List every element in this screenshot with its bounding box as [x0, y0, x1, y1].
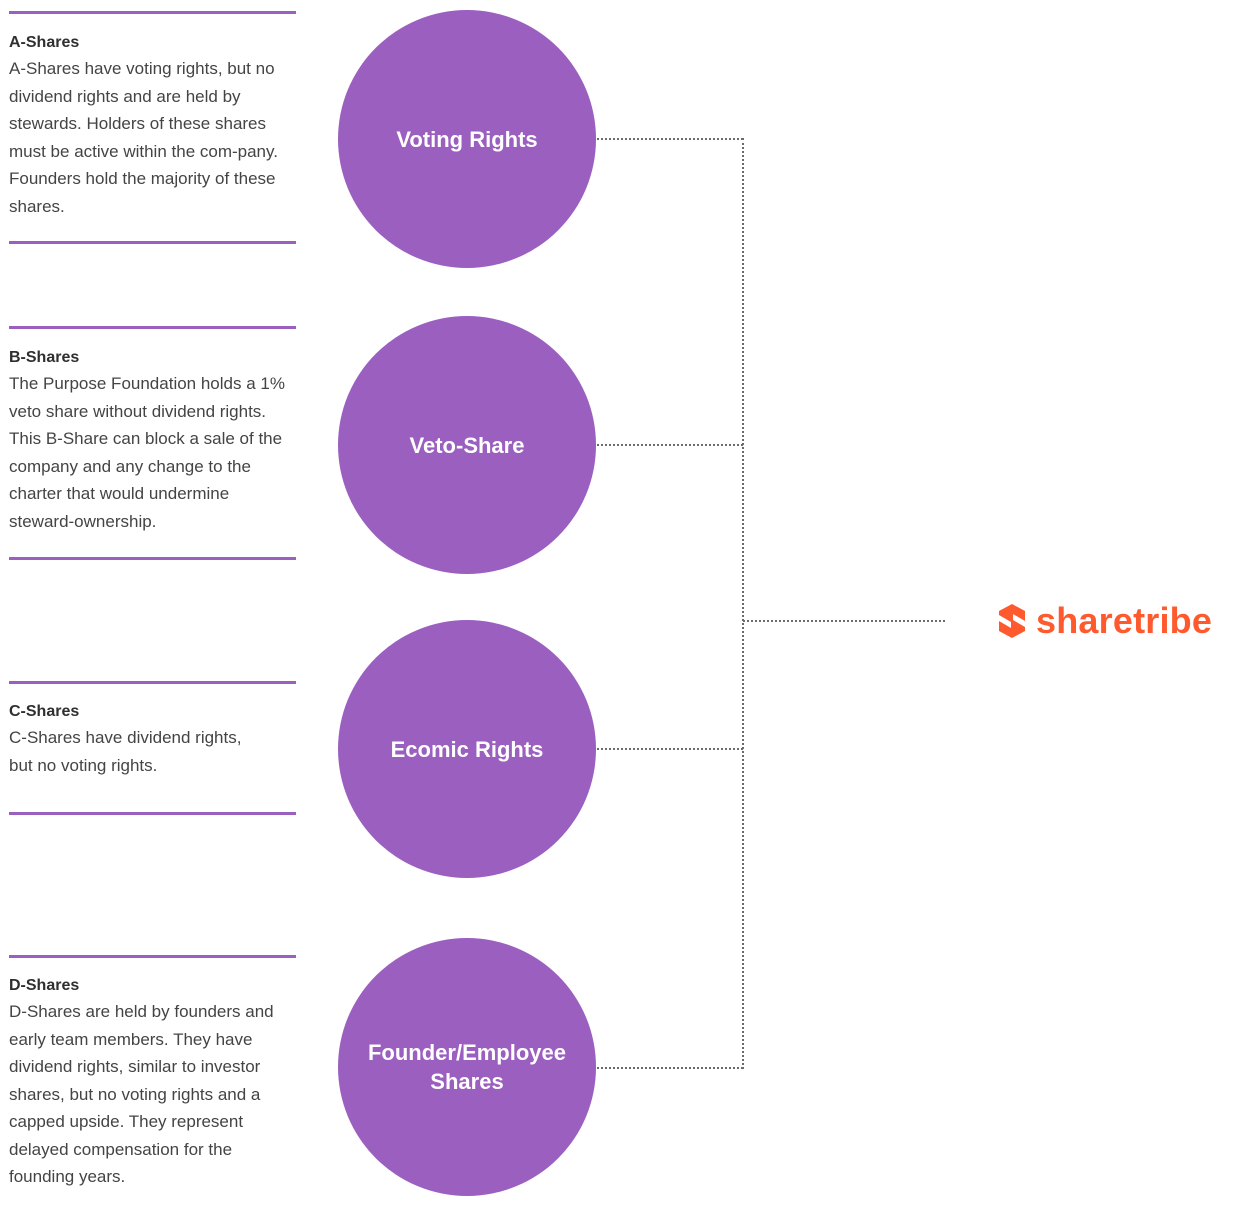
divider-bottom-c — [9, 812, 296, 815]
share-class-title: A-Shares — [9, 34, 80, 51]
divider-top-d — [9, 955, 296, 958]
divider-bottom-b — [9, 557, 296, 560]
share-class-title: D-Shares — [9, 977, 80, 994]
share-class-description: D-Shares are held by founders and early … — [9, 1002, 274, 1186]
connector-founder — [597, 1067, 743, 1069]
connector-to-logo — [743, 620, 945, 622]
share-class-c: C-Shares C-Shares have dividend rights, … — [9, 700, 294, 779]
share-class-description: The Purpose Foundation holds a 1% veto s… — [9, 374, 285, 531]
connector-economic — [597, 748, 743, 750]
sharetribe-logo-icon — [999, 604, 1025, 638]
logo-wordmark: sharetribe — [1036, 600, 1213, 641]
connector-veto — [597, 444, 743, 446]
share-class-description: C-Shares have dividend rights, but no vo… — [9, 728, 242, 775]
share-class-title: B-Shares — [9, 349, 80, 366]
sharetribe-logo: sharetribe — [998, 600, 1212, 642]
circle-economic-rights: Ecomic Rights — [338, 620, 596, 878]
circle-founder-employee-shares: Founder/Employee Shares — [338, 938, 596, 1196]
divider-top-b — [9, 326, 296, 329]
share-class-a: A-Shares A-Shares have voting rights, bu… — [9, 31, 294, 220]
circle-veto-share: Veto-Share — [338, 316, 596, 574]
circle-label: Voting Rights — [396, 126, 538, 152]
connector-voting — [597, 138, 743, 140]
divider-bottom-a — [9, 241, 296, 244]
share-class-description: A-Shares have voting rights, but no divi… — [9, 59, 278, 216]
share-class-d: D-Shares D-Shares are held by founders a… — [9, 974, 294, 1191]
circle-label: Founder/Employee Shares — [367, 1040, 567, 1094]
share-class-title: C-Shares — [9, 703, 80, 720]
divider-top-a — [9, 11, 296, 14]
circle-label: Ecomic Rights — [390, 736, 544, 762]
share-class-b: B-Shares The Purpose Foundation holds a … — [9, 346, 294, 535]
divider-top-c — [9, 681, 296, 684]
connector-vertical — [742, 138, 744, 1069]
circle-label: Veto-Share — [409, 432, 525, 458]
circle-voting-rights: Voting Rights — [338, 10, 596, 268]
